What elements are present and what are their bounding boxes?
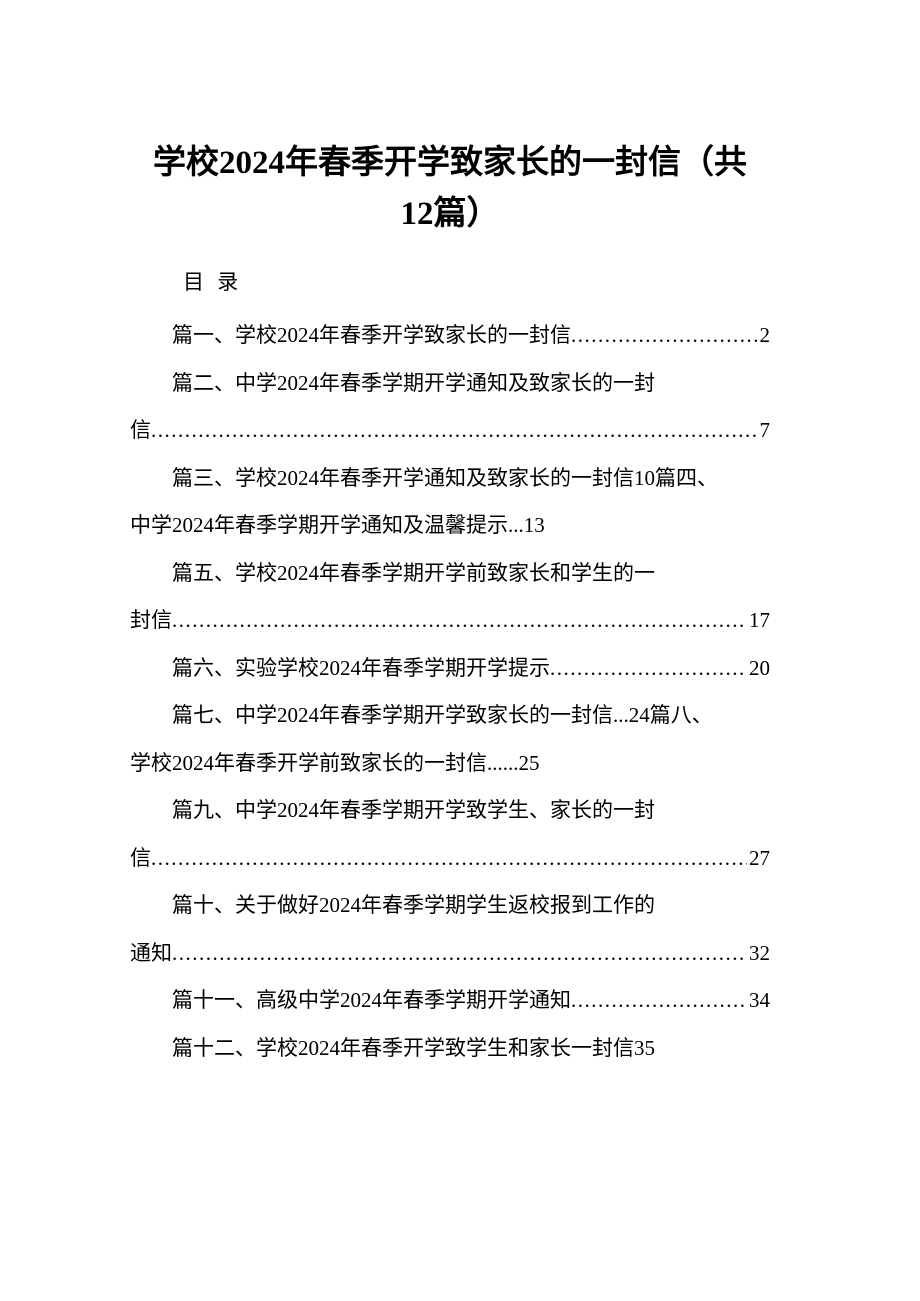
toc-page-number: 20 [749,655,770,680]
toc-line[interactable]: 篇七、中学2024年春季学期开学致家长的一封信...24篇八、 [130,692,770,740]
document-page: 学校2024年春季开学致家长的一封信（共 12篇） 目 录 篇一、学校2024年… [130,0,770,1072]
toc-entry-text: 篇六、实验学校2024年春季学期开学提示 [172,655,550,680]
toc: 篇一、学校2024年春季开学致家长的一封信...................… [130,312,770,1072]
toc-entry-text: 篇十一、高级中学2024年春季学期开学通知 [172,988,571,1013]
toc-dot-leader: ........................................… [550,655,747,680]
toc-entry-text: 学校2024年春季开学前致家长的一封信......25 [130,750,540,775]
toc-line[interactable]: 中学2024年春季学期开学通知及温馨提示...13 [130,502,770,550]
toc-line[interactable]: 篇九、中学2024年春季学期开学致学生、家长的一封 [130,787,770,835]
title-line-1: 学校2024年春季开学致家长的一封信（共 [153,145,747,181]
document-title: 学校2024年春季开学致家长的一封信（共 12篇） [130,138,770,240]
toc-line[interactable]: 封信......................................… [130,597,770,645]
toc-entry-text: 篇五、学校2024年春季学期开学前致家长和学生的一 [172,560,655,585]
toc-entry-text: 通知 [130,940,172,965]
toc-page-number: 2 [759,323,771,348]
toc-entry-text: 信 [130,418,151,443]
toc-entry-text: 篇三、学校2024年春季开学通知及致家长的一封信10篇四、 [172,465,718,490]
toc-line[interactable]: 信.......................................… [130,835,770,883]
toc-entry-text: 中学2024年春季学期开学通知及温馨提示...13 [130,513,545,538]
toc-line[interactable]: 篇十一、高级中学2024年春季学期开学通知...................… [130,977,770,1025]
toc-dot-leader: ........................................… [151,418,758,443]
toc-line[interactable]: 篇十、关于做好2024年春季学期学生返校报到工作的 [130,882,770,930]
toc-dot-leader: ........................................… [571,988,747,1013]
toc-entry-text: 篇二、中学2024年春季学期开学通知及致家长的一封 [172,370,655,395]
title-line-2: 12篇） [400,196,500,233]
toc-dot-leader: ........................................… [151,845,747,870]
toc-dot-leader: ........................................… [571,323,758,348]
toc-line[interactable]: 篇二、中学2024年春季学期开学通知及致家长的一封 [130,360,770,408]
toc-line[interactable]: 篇三、学校2024年春季开学通知及致家长的一封信10篇四、 [130,455,770,503]
toc-line[interactable]: 篇六、实验学校2024年春季学期开学提示....................… [130,645,770,693]
toc-line[interactable]: 信.......................................… [130,407,770,455]
toc-page-number: 17 [749,608,770,633]
toc-page-number: 7 [759,418,771,443]
toc-entry-text: 封信 [130,608,172,633]
toc-page-number: 27 [749,845,770,870]
toc-line[interactable]: 篇一、学校2024年春季开学致家长的一封信...................… [130,312,770,360]
toc-page-number: 32 [749,940,770,965]
toc-entry-text: 篇七、中学2024年春季学期开学致家长的一封信...24篇八、 [172,703,713,728]
toc-entry-text: 篇一、学校2024年春季开学致家长的一封信 [172,323,571,348]
toc-entry-text: 篇十、关于做好2024年春季学期学生返校报到工作的 [172,893,655,918]
toc-line[interactable]: 篇五、学校2024年春季学期开学前致家长和学生的一 [130,550,770,598]
toc-entry-text: 篇十二、学校2024年春季开学致学生和家长一封信35 [172,1035,655,1060]
toc-line[interactable]: 通知......................................… [130,930,770,978]
toc-line[interactable]: 学校2024年春季开学前致家长的一封信......25 [130,740,770,788]
toc-line[interactable]: 篇十二、学校2024年春季开学致学生和家长一封信35 [130,1025,770,1073]
toc-dot-leader: ........................................… [172,608,747,633]
toc-entry-text: 信 [130,845,151,870]
toc-page-number: 34 [749,988,770,1013]
toc-heading: 目 录 [183,270,243,295]
toc-dot-leader: ........................................… [172,940,747,965]
toc-entry-text: 篇九、中学2024年春季学期开学致学生、家长的一封 [172,798,655,823]
